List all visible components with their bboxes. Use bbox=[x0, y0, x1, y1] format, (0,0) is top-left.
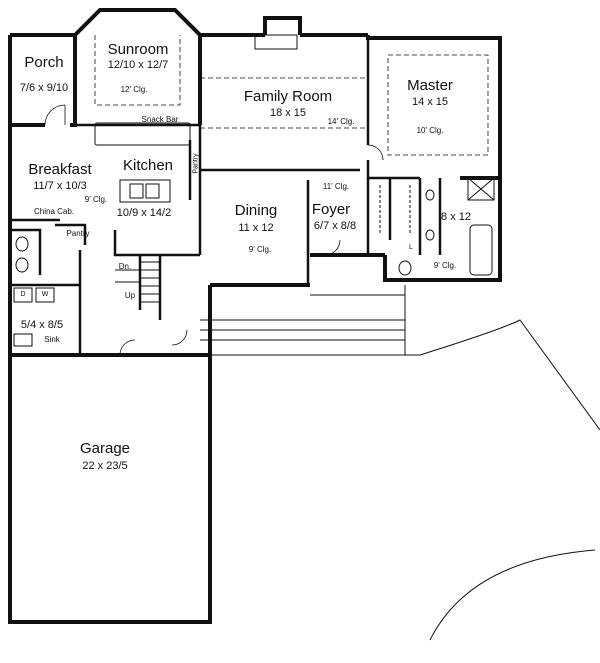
foyer-dims: 6/7 x 8/8 bbox=[313, 220, 357, 232]
laundry-dims: 5/4 x 8/5 bbox=[20, 319, 64, 331]
doors bbox=[44, 104, 384, 356]
family-room-ceiling: 14' Clg. bbox=[327, 117, 355, 126]
sink-label: Sink bbox=[44, 335, 60, 344]
dining-ceiling: 9' Clg. bbox=[248, 245, 272, 254]
interior-walls bbox=[10, 38, 442, 355]
garage-name: Garage bbox=[79, 440, 131, 457]
snack-bar-label: Snack Bar bbox=[141, 115, 179, 124]
sunroom-ceiling: 12' Clg. bbox=[120, 85, 148, 94]
linen-label: L bbox=[409, 244, 413, 251]
master-name: Master bbox=[407, 77, 453, 94]
kitchen-dims: 10/9 x 14/2 bbox=[116, 207, 172, 219]
porch-dims: 7/6 x 9/10 bbox=[19, 82, 69, 94]
fixtures-linework bbox=[13, 34, 600, 641]
foyer-ceiling: 11' Clg. bbox=[322, 182, 350, 191]
breakfast-name: Breakfast bbox=[28, 161, 92, 178]
master-ceiling: 10' Clg. bbox=[416, 126, 444, 135]
family-room-dims: 18 x 15 bbox=[269, 107, 307, 119]
bath-dims: 8 x 12 bbox=[441, 211, 471, 223]
sunroom-dims: 12/10 x 12/7 bbox=[107, 59, 169, 71]
pantry-label: Pantry bbox=[66, 229, 90, 238]
dining-dims: 11 x 12 bbox=[238, 222, 274, 234]
pantry-vertical-label: Pantry bbox=[192, 153, 200, 174]
china-cabinet-label: China Cab. bbox=[33, 207, 75, 216]
stairs-up-label: Up bbox=[124, 291, 136, 300]
garage-dims: 22 x 23/5 bbox=[82, 460, 128, 472]
master-dims: 14 x 15 bbox=[411, 96, 449, 108]
stairs-down-label: Dn. bbox=[118, 262, 132, 271]
breakfast-dims: 11/7 x 10/3 bbox=[33, 180, 87, 192]
sunroom-name: Sunroom bbox=[107, 41, 169, 58]
washer-label: W bbox=[41, 291, 49, 298]
dining-name: Dining bbox=[234, 202, 278, 219]
bath-ceiling: 9' Clg. bbox=[433, 261, 457, 270]
kitchen-name: Kitchen bbox=[122, 157, 174, 174]
family-room-name: Family Room bbox=[243, 88, 333, 105]
exterior-walls bbox=[8, 8, 502, 624]
foyer-name: Foyer bbox=[311, 201, 351, 218]
porch-name: Porch bbox=[24, 54, 64, 71]
ceiling-lines bbox=[94, 35, 489, 156]
dryer-label: D bbox=[20, 291, 26, 298]
breakfast-ceiling: 9' Clg. bbox=[84, 195, 108, 204]
